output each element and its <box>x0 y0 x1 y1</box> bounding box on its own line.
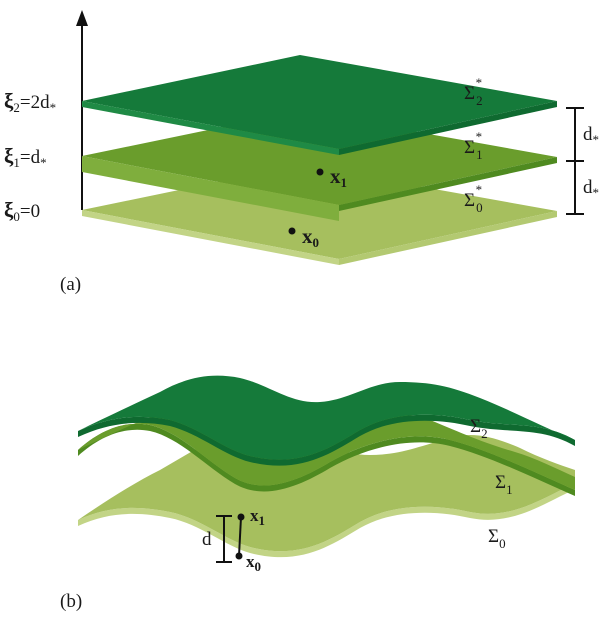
point-x1-label: x1 <box>330 164 347 190</box>
point-x0-dot-b <box>235 552 243 560</box>
panel-b-caption: (b) <box>60 591 82 612</box>
point-connector <box>238 516 242 557</box>
point-x0-dot <box>288 227 296 235</box>
surface-label-sigma1: Σ1 <box>495 472 513 497</box>
spacing-bracket <box>566 107 584 215</box>
distance-bracket <box>216 515 232 563</box>
point-x0-label: x0 <box>302 224 319 250</box>
plane-sigma1-star <box>82 111 557 221</box>
spacing-label-lower: d* <box>583 177 599 200</box>
surface-label-sigma1-star: Σ1* <box>464 129 483 162</box>
distance-label: d <box>202 529 212 550</box>
panel-b: Σ2 Σ1 Σ0 d x1 x0 (b) <box>60 375 575 612</box>
point-x0-label-b: x0 <box>246 552 261 574</box>
surface-sigma2 <box>78 375 575 466</box>
panel-a: ξ2=2d* ξ1=d* ξ0=0 Σ2* Σ1* Σ0* x1 x0 d <box>4 10 599 295</box>
surface-label-sigma2: Σ2 <box>470 416 488 441</box>
level-label-xi1: ξ1=d* <box>4 144 47 170</box>
panel-a-caption: (a) <box>60 274 81 295</box>
point-x1-label-b: x1 <box>250 506 265 528</box>
point-x1-dot-b <box>237 513 245 521</box>
surface-label-sigma0: Σ0 <box>488 526 506 551</box>
axis-arrowhead <box>76 10 88 26</box>
level-label-xi2: ξ2=2d* <box>4 89 56 115</box>
plane-sigma2-star <box>82 55 557 155</box>
point-x1-dot <box>316 168 324 176</box>
level-label-xi0: ξ0=0 <box>4 198 40 224</box>
surface-label-sigma2-star: Σ2* <box>464 75 483 108</box>
surface-label-sigma0-star: Σ0* <box>464 182 483 215</box>
spacing-label-upper: d* <box>583 124 599 147</box>
